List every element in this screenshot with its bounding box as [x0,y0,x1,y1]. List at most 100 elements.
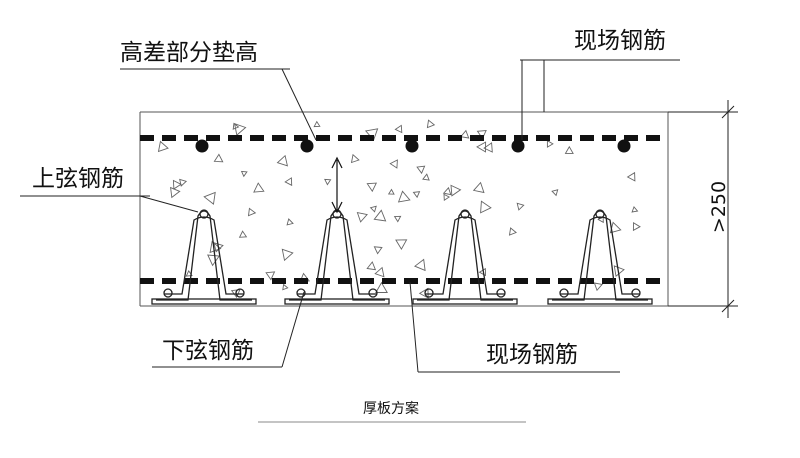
aggregate-triangle [442,186,452,196]
aggregate-triangle [450,184,462,197]
truss-inner-bar [297,216,377,295]
truss-bottom-chord-bar [496,288,506,298]
label-raised-pad: 高差部分垫高 [120,40,258,66]
aggregate-triangle [414,258,426,272]
label-bottom-chord: 下弦钢筋 [162,338,254,364]
aggregate-triangle [564,145,574,154]
aggregate-triangle [366,182,378,193]
slab-outline [139,111,669,307]
label-site-rebar-bottom: 现场钢筋 [486,342,578,368]
aggregate-triangle [394,124,403,134]
aggregate-triangle [265,271,276,281]
aggregate-triangle [387,188,395,195]
truss-bottom-chord-bar [235,288,245,298]
aggregate-triangle [412,191,421,199]
aggregate-triangle [426,119,436,129]
aggregate-triangle [157,140,169,153]
caption: 厚板方案 [363,401,419,417]
aggregate-triangle [593,282,603,292]
truss-inner-bar [560,216,640,295]
truss-inner-bar [164,216,244,295]
aggregate-triangle [443,193,451,202]
truss-bottom-chord-bar [631,288,641,298]
aggregate-triangle [374,266,385,278]
dimension-line [668,100,738,318]
concrete-aggregate [157,119,641,299]
aggregate-triangle [207,254,221,267]
truss-outer-bar [552,210,648,301]
aggregate-triangle [389,159,398,169]
aggregate-triangle [366,261,377,271]
aggregate-triangle [478,267,486,277]
truss-base-plate [284,298,390,305]
aggregate-triangle [416,165,426,175]
aggregate-triangle [516,202,525,211]
truss-bottom-chord-bar [163,288,173,298]
aggregate-triangle [476,129,487,140]
aggregate-triangle [395,239,408,250]
aggregate-triangle [551,189,559,197]
label-site-rebar-top: 现场钢筋 [574,28,666,54]
truss-top-chord-bar [460,209,470,219]
truss-top-chord-bar [595,209,605,219]
aggregate-triangle [472,181,485,194]
aggregate-triangle [459,129,470,139]
dimension-label: >250 [708,180,730,234]
aggregate-triangle [238,230,248,238]
aggregate-triangle [373,246,383,255]
aggregate-triangle [483,142,493,153]
aggregate-triangle [232,122,240,130]
truss-outer-bar [289,210,385,301]
aggregate-triangle [546,139,554,148]
aggregate-triangle [240,170,248,178]
aggregate-triangle [213,153,224,163]
aggregate-triangle [234,123,247,136]
aggregate-triangle [369,205,377,213]
aggregate-triangle [393,215,402,223]
label-top-chord: 上弦钢筋 [32,166,124,192]
aggregate-triangle [286,218,294,226]
truss-outer-bar [417,210,513,301]
aggregate-triangle [480,200,492,214]
aggregate-triangle [282,283,289,291]
aggregate-triangle [418,287,429,299]
aggregate-triangle [508,227,517,236]
aggregate-triangle [203,191,216,205]
truss-bottom-chord-bar [424,288,434,298]
aggregate-triangle [324,178,332,186]
aggregate-triangle [373,209,387,222]
truss-top-chord-bar [199,209,209,219]
aggregate-triangle [281,248,294,262]
leader-lines [20,59,680,373]
aggregate-triangle [253,182,265,193]
aggregate-triangle [631,206,639,213]
aggregate-triangle [313,120,321,128]
aggregate-triangle [422,173,430,181]
aggregate-triangle [284,177,293,187]
truss-web-members [151,209,653,305]
aggregate-triangle [170,186,181,199]
height-difference-arrow [331,156,343,214]
aggregate-triangle [356,212,368,223]
truss-bottom-chord-bar [559,288,569,298]
truss-inner-bar [425,216,505,295]
aggregate-triangle [613,265,625,278]
truss-base-plate [547,298,653,305]
truss-bottom-chord-bar [368,288,378,298]
aggregate-triangle [276,154,289,167]
aggregate-triangle [397,190,411,203]
aggregate-triangle [476,141,487,153]
truss-bottom-chord-bar [296,288,306,298]
aggregate-triangle [185,270,193,277]
truss-outer-bar [156,210,252,301]
truss-base-plate [412,298,518,305]
aggregate-triangle [375,281,388,293]
top-longitudinal-bars [195,139,631,153]
aggregate-triangle [172,179,182,190]
aggregate-triangle [350,153,360,164]
aggregate-triangle [247,207,257,217]
aggregate-triangle [626,171,636,182]
aggregate-triangle [179,178,188,187]
truss-base-plate [151,298,257,305]
